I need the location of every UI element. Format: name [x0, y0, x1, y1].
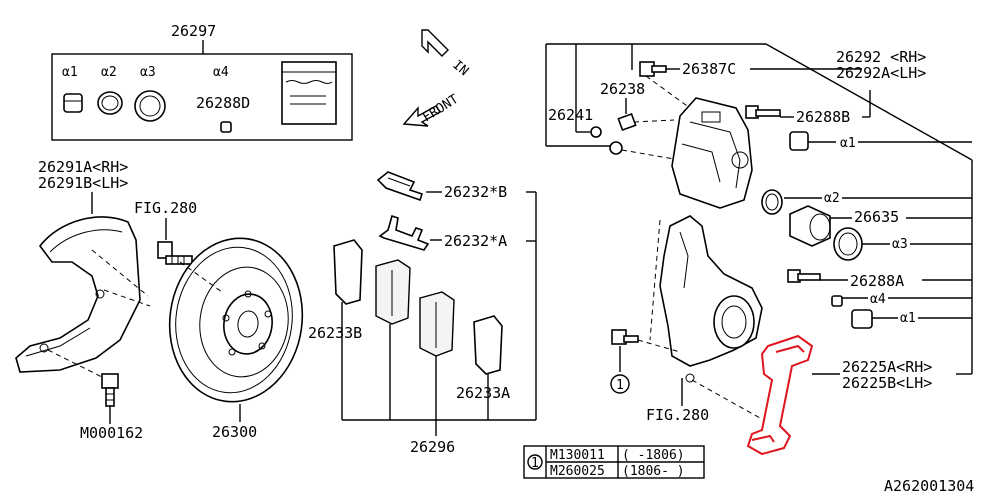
label-26296: 26296: [410, 438, 455, 456]
hub-bolt: FIG.280: [134, 199, 197, 265]
label-m000162: M000162: [80, 424, 143, 442]
label-26233a: 26233A: [456, 384, 510, 402]
seal-a3: [134, 90, 166, 122]
label-26288a: 26288A: [850, 272, 904, 290]
label-26635: 26635: [854, 208, 899, 226]
legend-range-2: (1806- ): [622, 464, 685, 479]
arrow-in: IN: [421, 29, 471, 80]
guide-pin-a: 26288A: [787, 269, 972, 290]
splash-shield: 26291A<RH> 26291B<LH>: [15, 158, 151, 379]
bushing-a4-caliper: α4: [831, 292, 972, 307]
label-a2-caliper: α2: [824, 191, 840, 206]
label-26232b: 26232*B: [444, 183, 507, 201]
label-26387c: 26387C: [682, 60, 736, 78]
label-a4: α4: [213, 65, 229, 80]
label-in: IN: [449, 58, 471, 80]
label-26297: 26297: [171, 22, 216, 40]
label-26291a: 26291A<RH>: [38, 158, 128, 176]
pad-group: 26232*B 26232*A 26233B 26233A 26296: [308, 171, 537, 456]
label-26292a: 26292A<LH>: [836, 64, 926, 82]
shield-bolt: M000162: [80, 373, 143, 442]
pad-outer: [375, 259, 411, 325]
label-fig280-b: FIG.280: [646, 406, 709, 424]
kit-26297: 26297 α1 α2 α3 α4 26288D: [51, 22, 353, 141]
label-front: FRONT: [420, 92, 461, 126]
legend-range-1: ( -1806): [622, 448, 685, 463]
bleeder-nipple: [617, 112, 675, 132]
label-26300: 26300: [212, 423, 257, 441]
bolt-26387c: 26387C: [639, 60, 862, 109]
label-26241: 26241: [548, 106, 593, 124]
boot-a1-bottom: α1: [851, 309, 972, 329]
ring-a2-caliper: α2: [761, 189, 972, 215]
caliper-group: 26387C 26238 26241 26292 <RH> 26292A<LH>: [545, 43, 973, 456]
legend-code-2: M260025: [550, 464, 605, 479]
legend-num: 1: [531, 456, 539, 471]
steering-knuckle: [649, 215, 763, 383]
label-a3-caliper: α3: [892, 237, 908, 252]
grease-pack: [281, 61, 337, 125]
diagram-id: A262001304: [884, 477, 974, 495]
label-26292: 26292 <RH>: [836, 48, 926, 66]
label-a2: α2: [101, 65, 117, 80]
label-26291b: 26291B<LH>: [38, 174, 128, 192]
caliper-support-highlighted: 26225A<RH> 26225B<LH>: [746, 334, 972, 456]
piston: 26635: [789, 205, 972, 247]
caliper-body: [671, 97, 753, 209]
label-fig280-a: FIG.280: [134, 199, 197, 217]
label-26238: 26238: [600, 80, 645, 98]
label-callout-1: 1: [616, 378, 624, 393]
label-a1: α1: [62, 65, 78, 80]
label-a1-bottom: α1: [900, 311, 916, 326]
boot-a1-top: α1: [789, 131, 972, 151]
label-a3: α3: [140, 65, 156, 80]
arrow-front: FRONT: [402, 92, 461, 127]
seal-a3-caliper: α3: [833, 227, 972, 261]
shim-inner: [473, 315, 503, 375]
clip-b: [376, 171, 424, 202]
label-26288b: 26288B: [796, 108, 850, 126]
pad-inner: [419, 291, 455, 357]
label-26225a: 26225A<RH>: [842, 358, 932, 376]
boot-a1: [63, 93, 83, 113]
clip-a: [378, 214, 430, 251]
label-26232a: 26232*A: [444, 232, 507, 250]
label-a1-top: α1: [840, 136, 856, 151]
callout-1: [610, 374, 630, 394]
knuckle-bolt: 1 FIG.280: [610, 329, 761, 424]
label-26233b: 26233B: [308, 324, 362, 342]
guide-pin-b: 26288B: [745, 105, 870, 126]
label-a4-caliper: α4: [870, 292, 886, 307]
kit-box: [51, 53, 353, 141]
cap-1: [590, 126, 602, 138]
label-26225b: 26225B<LH>: [842, 374, 932, 392]
label-26288d: 26288D: [196, 94, 250, 112]
bushing-a4: [220, 121, 232, 133]
shim-outer: [333, 239, 363, 305]
cap-2: [609, 141, 623, 155]
legend-table: 1 M130011 ( -1806) M260025 (1806- ): [523, 445, 705, 479]
brake-disc: 26300: [168, 237, 304, 441]
ring-a2: [97, 91, 123, 115]
legend-code-1: M130011: [550, 448, 605, 463]
